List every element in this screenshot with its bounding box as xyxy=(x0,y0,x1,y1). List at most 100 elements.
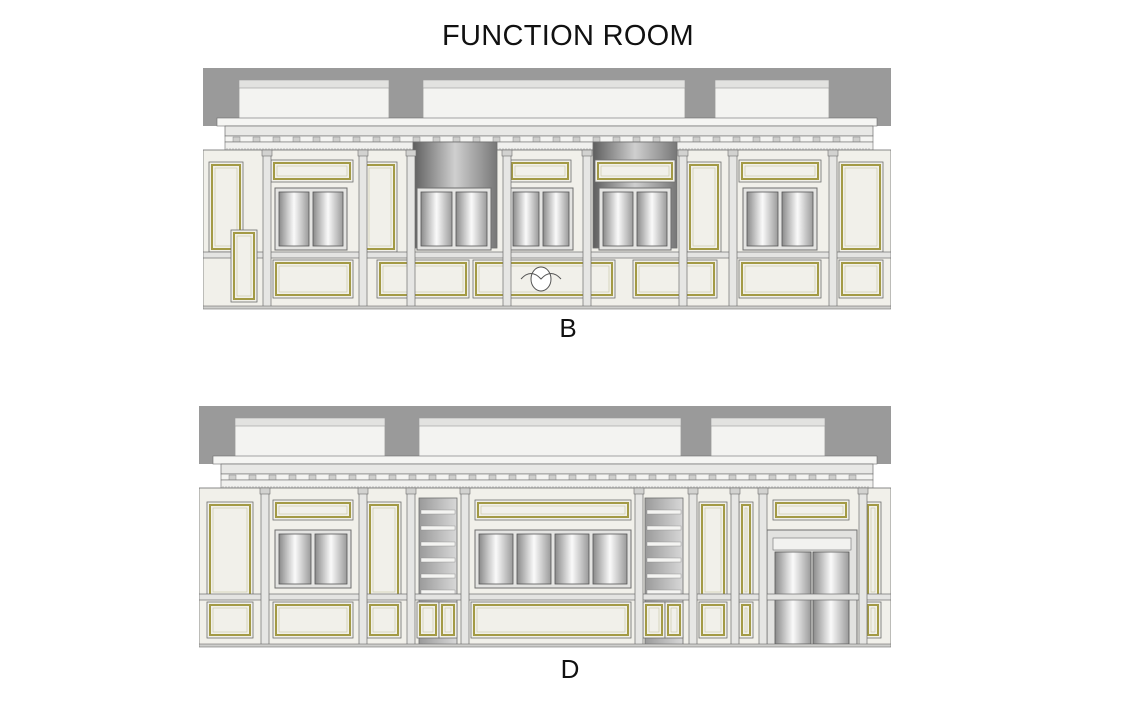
wainscot-panel-inner xyxy=(870,607,876,633)
pilaster-capital xyxy=(729,487,741,495)
transom-panel-trim xyxy=(741,162,819,180)
dentil xyxy=(572,136,581,143)
wainscot-panel xyxy=(272,259,354,299)
ceiling-cove-lip xyxy=(238,79,390,89)
dentil xyxy=(272,136,281,143)
wainscot-panel-inner xyxy=(478,265,610,293)
dentil xyxy=(628,474,637,481)
pilaster xyxy=(406,149,416,309)
shelf xyxy=(420,557,456,563)
ceiling-cove-lip xyxy=(710,417,826,427)
dentil xyxy=(792,136,801,143)
pilaster-capital xyxy=(405,149,417,157)
transom-panel-trim xyxy=(273,162,351,180)
tall-panel xyxy=(698,501,728,599)
transom-panel-inner xyxy=(778,505,844,515)
dentil xyxy=(552,136,561,143)
tall-panel xyxy=(206,501,254,599)
window-pane xyxy=(278,191,310,247)
wainscot-panel-trim xyxy=(419,604,437,636)
dentil xyxy=(532,136,541,143)
tall-panel xyxy=(366,501,402,599)
wainscot-panel xyxy=(838,259,884,299)
pilaster xyxy=(688,487,698,647)
wainscot-panel-trim xyxy=(635,262,715,296)
tall-panel-inner xyxy=(844,167,878,247)
window-pane xyxy=(455,191,488,247)
pilaster xyxy=(828,149,838,309)
dentil xyxy=(328,474,337,481)
window-pane xyxy=(278,533,312,585)
pilaster xyxy=(502,149,512,309)
window-pane xyxy=(516,533,552,585)
wainscot-panel-inner xyxy=(278,607,348,633)
dentil xyxy=(268,474,277,481)
dentil xyxy=(668,474,677,481)
dentil xyxy=(672,136,681,143)
shelf xyxy=(420,573,456,579)
wainscot-panel-trim xyxy=(379,262,467,296)
wainscot-panel-inner xyxy=(670,607,678,633)
wainscot-panel-trim xyxy=(369,604,399,636)
dentil xyxy=(368,474,377,481)
dentil xyxy=(812,136,821,143)
dentil xyxy=(592,136,601,143)
pilaster-capital xyxy=(501,149,513,157)
ceiling-cove-lip xyxy=(714,79,830,89)
dentil xyxy=(428,474,437,481)
window-pane xyxy=(312,191,344,247)
pilaster-capital xyxy=(357,149,369,157)
dentil xyxy=(452,136,461,143)
dentil xyxy=(492,136,501,143)
pilaster xyxy=(260,487,270,647)
dentil xyxy=(288,474,297,481)
wainscot-panel-trim xyxy=(741,262,819,296)
wainscot-panel xyxy=(438,601,458,639)
tall-panel-inner xyxy=(214,167,238,247)
wainscot-panel-inner xyxy=(444,607,452,633)
wainscot-panel xyxy=(632,259,718,299)
window-pane xyxy=(512,191,540,247)
chair-rail xyxy=(199,593,891,601)
dentil xyxy=(388,474,397,481)
dentil xyxy=(228,474,237,481)
dentil xyxy=(648,474,657,481)
wainscot-panel xyxy=(470,601,632,639)
wainscot-panel-trim xyxy=(741,604,751,636)
transom-panel-inner xyxy=(744,165,816,177)
transom-panel-trim xyxy=(775,502,847,518)
tall-panel-trim xyxy=(211,164,241,250)
dentil xyxy=(768,474,777,481)
elevation-b xyxy=(203,68,891,310)
dentil xyxy=(472,136,481,143)
pilaster-capital xyxy=(857,487,869,495)
elevation-d-label: D xyxy=(560,654,580,684)
pilaster-capital xyxy=(405,487,417,495)
dentil xyxy=(372,136,381,143)
ceiling-cove-lip xyxy=(422,79,686,89)
dentil xyxy=(528,474,537,481)
dentil xyxy=(852,136,861,143)
pilaster xyxy=(758,487,768,647)
shelf xyxy=(420,541,456,547)
wainscot-panel xyxy=(376,259,470,299)
dentil xyxy=(712,136,721,143)
window-pane xyxy=(746,191,779,247)
window-pane xyxy=(636,191,668,247)
wainscot-panel-trim xyxy=(701,604,725,636)
pilaster xyxy=(460,487,470,647)
transom-panel-inner xyxy=(276,165,348,177)
wainscot-panel-inner xyxy=(704,607,722,633)
cornice xyxy=(224,125,874,137)
ornament-scroll xyxy=(520,273,562,280)
podium-panel-trim xyxy=(233,232,255,300)
wainscot-panel-trim xyxy=(667,604,681,636)
floor-line xyxy=(203,305,891,310)
transom-panel-trim xyxy=(477,502,629,518)
dentil xyxy=(548,474,557,481)
transom-panel xyxy=(738,159,822,183)
dentil xyxy=(688,474,697,481)
dentil xyxy=(692,136,701,143)
wainscot-panel-trim xyxy=(275,262,351,296)
tall-panel-trim xyxy=(841,164,881,250)
